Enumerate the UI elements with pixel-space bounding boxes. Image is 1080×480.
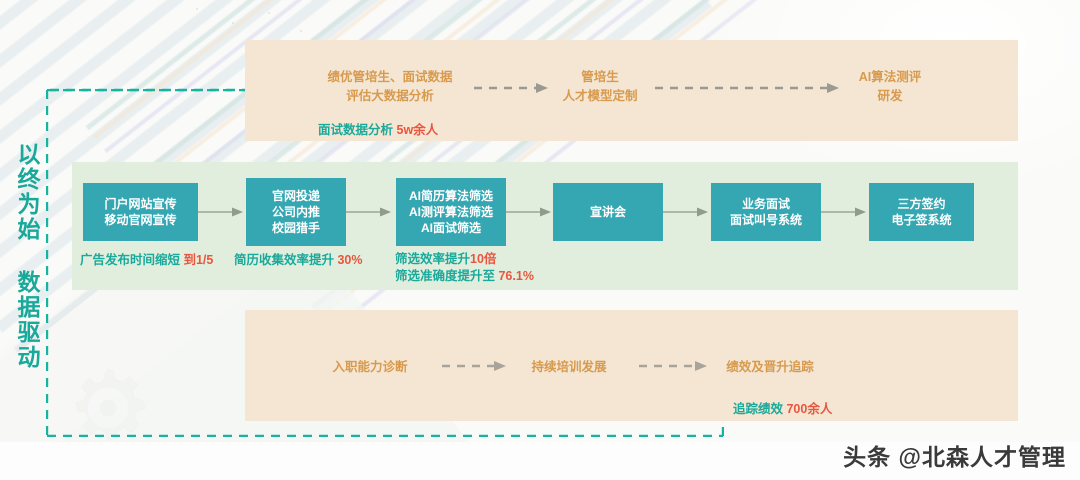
- caption-ad-time: 广告发布时间缩短 到1/5: [80, 253, 214, 267]
- bottom-dashed-arrow-2-icon: [639, 361, 707, 371]
- connector-arrow-2-icon: [346, 207, 391, 217]
- bottom-dashed-arrow-1-icon: [442, 361, 506, 371]
- top-band-talent-analytics: [245, 40, 1018, 141]
- middle-band-recruiting-flow: [72, 162, 1018, 290]
- caption-screening-efficiency: 筛选效率提升10倍: [395, 252, 497, 266]
- top-dashed-arrow-1-icon: [474, 83, 548, 93]
- node-ai-screening[interactable]: AI简历算法筛选 AI测评算法筛选 AI面试筛选: [396, 178, 506, 246]
- bottom-band-development-flow: [245, 310, 1018, 421]
- node-portal-promotion[interactable]: 门户网站宣传 移动官网宣传: [83, 183, 198, 241]
- connector-arrow-3-icon: [506, 207, 551, 217]
- top-dashed-arrow-2-icon: [655, 83, 839, 93]
- top-kpi-value: 5w余人: [396, 123, 439, 137]
- top-step-2-label: 管培生 人才模型定制: [562, 70, 638, 103]
- bottom-strip: [0, 442, 1080, 480]
- top-band-kpi: 面试数据分析 5w余人: [318, 119, 438, 138]
- connector-arrow-4-icon: [663, 207, 708, 217]
- node-application-channels[interactable]: 官网投递 公司内推 校园猎手: [246, 178, 346, 246]
- node-business-interview[interactable]: 业务面试 面试叫号系统: [711, 183, 821, 241]
- node-tripartite-agreement[interactable]: 三方签约 电子签系统: [869, 183, 974, 241]
- connector-arrow-5-icon: [821, 207, 866, 217]
- page-slogan: 以终为始 数据驱动: [14, 142, 40, 370]
- caption-resume-collection: 简历收集效率提升 30%: [234, 253, 363, 267]
- watermark-text: 头条 @北森人才管理: [843, 444, 1066, 470]
- caption-screening-accuracy: 筛选准确度提升至 76.1%: [395, 269, 534, 283]
- bottom-step-3-label: 绩效及晋升追踪: [726, 360, 814, 374]
- bottom-step-1-label: 入职能力诊断: [332, 360, 408, 374]
- node-info-session[interactable]: 宣讲会: [553, 183, 663, 241]
- top-step-3-label: AI算法测评 研发: [858, 70, 922, 103]
- bottom-kpi-label: 追踪绩效: [733, 402, 787, 416]
- bottom-band-kpi: 追踪绩效 700余人: [733, 398, 832, 417]
- gear-watermark-icon: [75, 368, 146, 441]
- top-kpi-label: 面试数据分析: [318, 123, 394, 137]
- top-step-1-label: 绩优管培生、面试数据 评估大数据分析: [327, 70, 453, 103]
- bottom-step-2-label: 持续培训发展: [531, 360, 607, 374]
- connector-arrow-1-icon: [198, 207, 243, 217]
- bottom-kpi-value: 700余人: [786, 402, 833, 416]
